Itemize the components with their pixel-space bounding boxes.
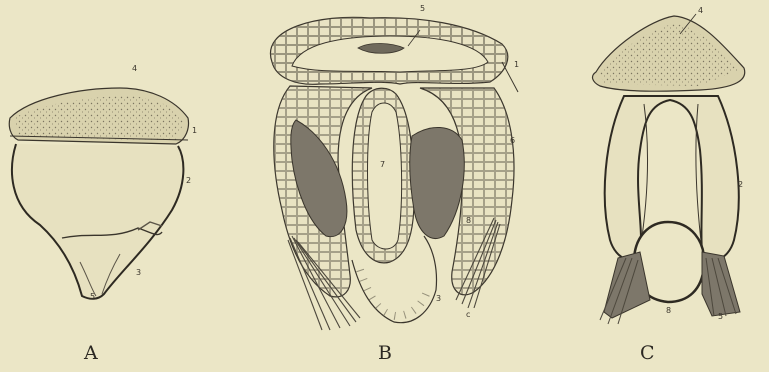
label-a-5: 5 <box>90 292 95 301</box>
label-b-8: 8 <box>466 216 471 225</box>
figure-a <box>9 88 188 299</box>
label-c-4: 4 <box>698 6 703 15</box>
label-c-8: 8 <box>666 306 671 315</box>
label-b-1: 1 <box>514 60 519 69</box>
label-b-6: 6 <box>510 136 515 145</box>
figure-b <box>270 17 518 330</box>
label-b-c: c <box>466 310 470 319</box>
label-a-2: 2 <box>186 176 191 185</box>
label-c-5: 5 <box>718 312 723 321</box>
panel-label-a: A <box>84 342 98 364</box>
label-a-4: 4 <box>132 64 137 73</box>
figure-c <box>593 14 745 324</box>
figure-b-right-muscle <box>410 127 464 238</box>
label-a-3: 3 <box>136 268 141 277</box>
label-b-5: 5 <box>420 4 425 13</box>
label-a-1: 1 <box>192 126 197 135</box>
figure-c-right-muscle <box>702 252 740 316</box>
figure-a-body <box>12 144 183 299</box>
panel-label-b: B <box>378 342 392 364</box>
label-c-2: 2 <box>738 180 743 189</box>
panel-label-c: C <box>640 342 655 364</box>
label-b-3: 3 <box>436 294 441 303</box>
label-b-7: 7 <box>380 160 385 169</box>
